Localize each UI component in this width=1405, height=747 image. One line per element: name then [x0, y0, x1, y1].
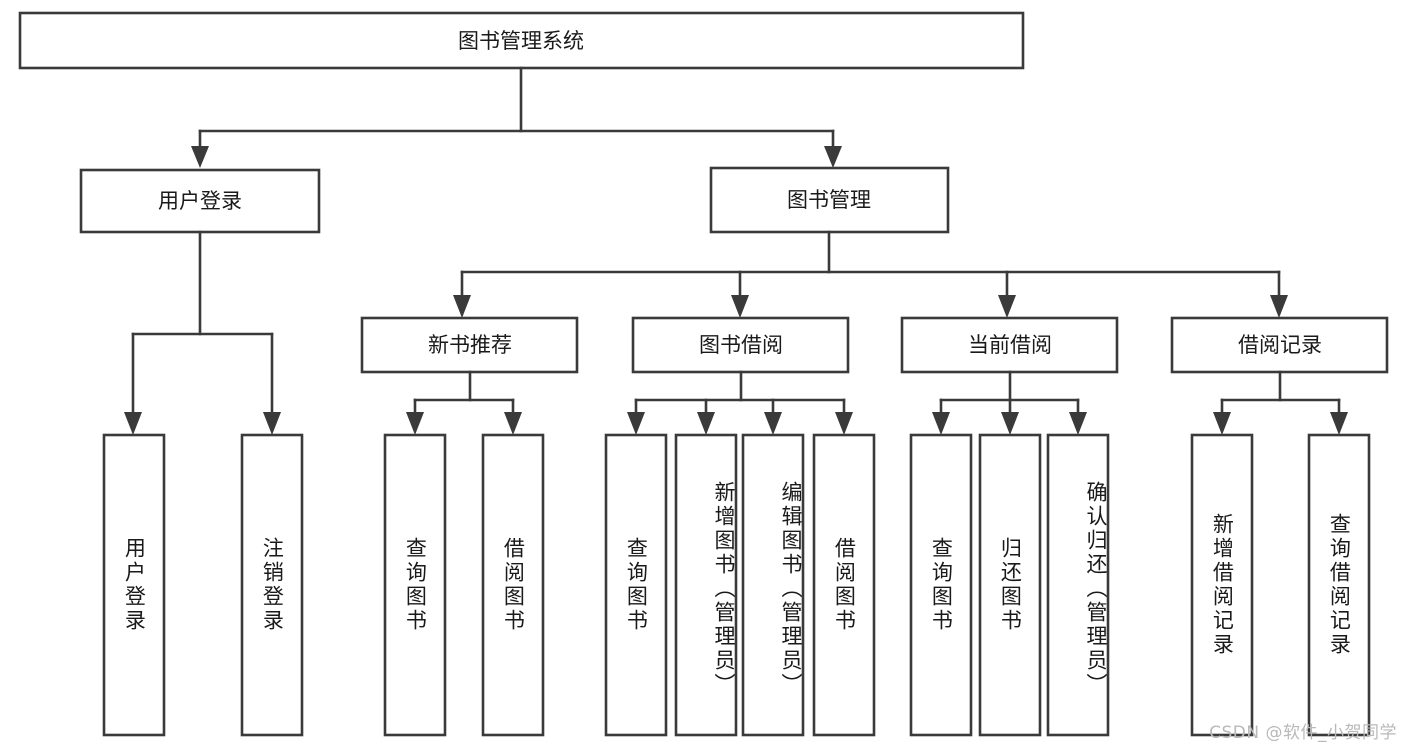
connector-new-book-recommend-to-leaves — [406, 370, 522, 435]
arrow-head-icon — [1213, 412, 1231, 435]
arrow-head-icon — [453, 295, 471, 318]
arrow-head-icon — [191, 146, 209, 168]
node-borrow-record[interactable]: 借阅记录 — [1170, 316, 1389, 374]
leaf-box-add-book-admin[interactable] — [674, 433, 738, 737]
node-current-borrow[interactable]: 当前借阅 — [900, 316, 1119, 374]
leaf-label-logout-login: 注销登录 — [260, 537, 285, 633]
leaf-label-query-book-2: 查询图书 — [624, 537, 649, 633]
arrow-head-icon — [835, 412, 853, 435]
leaf-label-confirm-return-admin: 确认归还（管理员） — [1084, 481, 1108, 697]
leaf-box-edit-book-admin[interactable] — [741, 433, 805, 737]
leaf-box-query-book-2[interactable] — [604, 433, 668, 737]
current-borrow-box-label: 当前借阅 — [968, 333, 1052, 357]
current-borrow-box-rect — [900, 316, 1119, 374]
arrow-head-icon — [697, 412, 715, 435]
user-login-box-label: 用户登录 — [158, 189, 242, 213]
arrow-head-icon — [824, 146, 842, 168]
new-book-recommend-box-label: 新书推荐 — [428, 333, 512, 357]
new-book-recommend-box-rect — [360, 316, 579, 374]
node-book-management[interactable]: 图书管理 — [709, 166, 950, 234]
book-borrow-box-label: 图书借阅 — [699, 333, 783, 357]
leaf-label-add-borrow-record: 新增借阅记录 — [1210, 513, 1235, 657]
arrow-head-icon — [1001, 412, 1019, 435]
connector-user-login-to-leaves — [124, 230, 281, 435]
root-box-rect — [18, 11, 1025, 70]
leaf-label-borrow-book-2: 借阅图书 — [832, 537, 857, 633]
node-book-borrow[interactable]: 图书借阅 — [631, 316, 850, 374]
arrow-head-icon — [263, 412, 281, 435]
leaf-label-user-login: 用户登录 — [122, 537, 147, 633]
arrow-head-icon — [1069, 412, 1087, 435]
book-borrow-box-rect — [631, 316, 850, 374]
arrow-head-icon — [731, 295, 749, 318]
arrow-head-icon — [932, 412, 950, 435]
arrow-head-icon — [124, 412, 142, 435]
root-box-label: 图书管理系统 — [458, 29, 584, 53]
arrow-head-icon — [764, 412, 782, 435]
arrow-head-icon — [504, 412, 522, 435]
leaf-label-borrow-book-1: 借阅图书 — [501, 537, 526, 633]
arrow-head-icon — [998, 295, 1016, 318]
leaf-box-query-borrow-record[interactable] — [1307, 433, 1371, 737]
leaf-box-logout-login[interactable] — [240, 433, 304, 737]
leaf-box-user-login[interactable] — [102, 433, 166, 737]
arrow-head-icon — [627, 412, 645, 435]
leaf-box-query-book-1[interactable] — [383, 433, 447, 737]
arrow-head-icon — [406, 412, 424, 435]
leaf-label-query-book-3: 查询图书 — [929, 537, 954, 633]
leaf-label-add-book-admin: 新增图书（管理员） — [712, 481, 736, 697]
leaf-box-confirm-return-admin[interactable] — [1046, 433, 1110, 737]
arrow-head-icon — [1330, 412, 1348, 435]
node-user-login[interactable]: 用户登录 — [79, 168, 321, 234]
connector-current-borrow-to-leaves — [932, 370, 1087, 435]
connector-book-borrow-to-leaves — [627, 370, 853, 435]
leaf-box-return-book[interactable] — [978, 433, 1042, 737]
connector-book-management-to-level2 — [453, 230, 1288, 318]
leaf-label-return-book: 归还图书 — [998, 537, 1023, 633]
leaf-label-edit-book-admin: 编辑图书（管理员） — [779, 481, 803, 697]
leaf-box-borrow-book-1[interactable] — [481, 433, 545, 737]
leaf-box-add-borrow-record[interactable] — [1190, 433, 1254, 737]
leaf-label-query-book-1: 查询图书 — [403, 537, 428, 633]
connector-borrow-record-to-leaves — [1213, 370, 1348, 435]
leaf-box-query-book-3[interactable] — [909, 433, 973, 737]
book-management-box-label: 图书管理 — [787, 188, 871, 212]
arrow-head-icon — [1270, 295, 1288, 318]
node-root[interactable]: 图书管理系统 — [18, 11, 1025, 70]
connector-root-to-level1 — [191, 66, 842, 168]
leaf-box-borrow-book-2[interactable] — [812, 433, 876, 737]
csdn-watermark: CSDN @软件_小贺同学 — [1209, 723, 1397, 743]
node-new-book-recommend[interactable]: 新书推荐 — [360, 316, 579, 374]
borrow-record-box-label: 借阅记录 — [1238, 333, 1322, 357]
leaf-label-query-borrow-record: 查询借阅记录 — [1327, 513, 1352, 657]
